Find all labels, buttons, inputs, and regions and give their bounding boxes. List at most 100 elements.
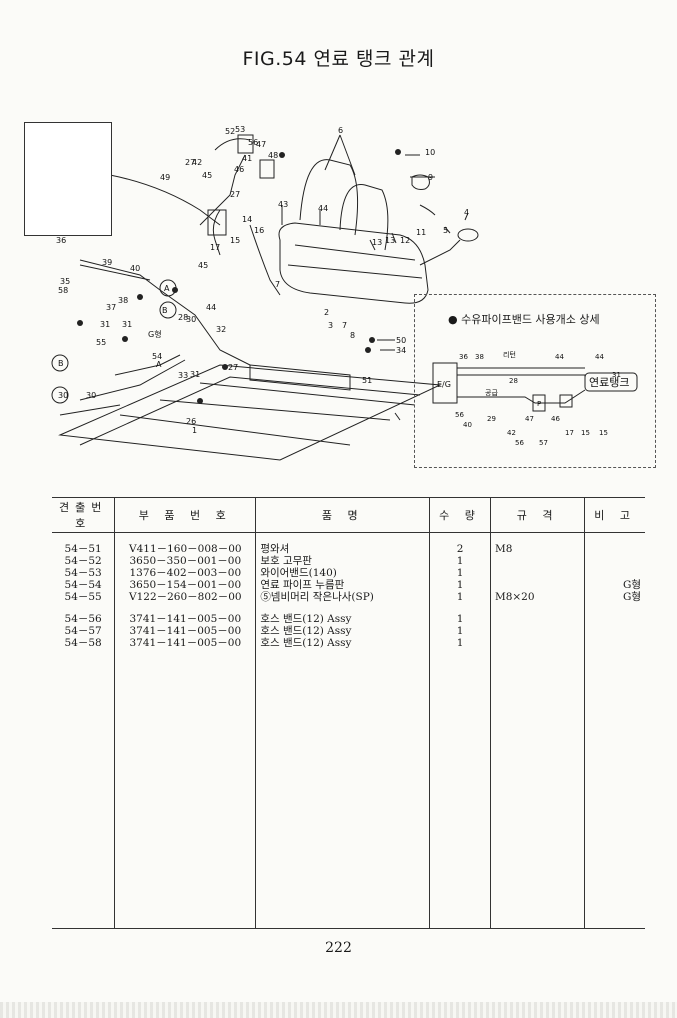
cell-qty: 1 — [429, 613, 491, 625]
scan-artifact — [0, 1002, 677, 1018]
callout-label: 58 — [58, 286, 68, 295]
cell-spec — [489, 579, 585, 591]
detail-callout-label: 31 — [612, 371, 621, 379]
callout-label: 39 — [102, 258, 112, 267]
callout-label: 44 — [318, 204, 328, 213]
callout-label: G형 — [148, 330, 162, 339]
callout-label: 5 — [443, 226, 448, 235]
cell-note — [584, 555, 645, 567]
cell-name: 연료 파이프 누름판 — [255, 579, 430, 591]
callout-label: 17 — [210, 243, 220, 252]
detail-callout-label: 28 — [509, 377, 518, 385]
callout-label: 45 — [198, 261, 208, 270]
table-bottom-rule — [52, 928, 645, 929]
callout-label: 45 — [202, 171, 212, 180]
header-note: 비 고 — [584, 497, 645, 533]
callout-label: 55 — [96, 338, 106, 347]
callout-label: 49 — [160, 173, 170, 182]
callout-label: 47 — [256, 140, 266, 149]
detail-callout-label: 공급 — [485, 389, 498, 397]
callout-label: 27 — [228, 363, 238, 372]
cell-no: 54－55 — [64, 591, 102, 603]
callout-label: 1 — [192, 426, 197, 435]
callout-label: 28 — [178, 313, 188, 322]
page-number: 222 — [325, 940, 352, 956]
callout-label: 54 — [152, 352, 162, 361]
page-title: FIG.54 연료 탱크 관계 — [242, 48, 435, 70]
callout-label: 16 — [254, 226, 264, 235]
cell-name: 평와셔 — [255, 543, 430, 555]
cell-no: 54－56 — [64, 613, 102, 625]
cell-spec — [489, 625, 585, 637]
cell-spec — [489, 613, 585, 625]
cell-name: 호스 밴드(12) Assy — [255, 625, 430, 637]
engine-label: E/G — [437, 380, 451, 389]
cell-name: 보호 고무판 — [255, 555, 430, 567]
cell-name: 와이어밴드(140) — [255, 567, 430, 579]
detail-callout-label: 56 — [515, 439, 524, 447]
callout-label: 41 — [242, 154, 252, 163]
callout-label: 31 — [122, 320, 132, 329]
cell-spec: M8 — [489, 543, 585, 555]
detail-callout-label: 리턴 — [503, 350, 516, 359]
cell-name: 호스 밴드(12) Assy — [255, 637, 430, 649]
cell-qty: 1 — [429, 625, 491, 637]
callout-label: 10 — [425, 148, 435, 157]
callout-label: 15 — [230, 236, 240, 245]
detail-callout-label: 17 — [565, 429, 574, 437]
callout-label: 42 — [192, 158, 202, 167]
cell-spec — [489, 637, 585, 649]
header-spec: 규 격 — [489, 497, 585, 533]
callout-label: 48 — [268, 151, 278, 160]
cell-part: V411－160－008－00 — [114, 543, 256, 555]
header-name: 품 명 — [255, 497, 430, 533]
cell-note — [584, 613, 645, 625]
detail-callout-label: 44 — [595, 353, 604, 361]
callout-label: 4 — [464, 208, 469, 217]
detail-callout-label: 36 — [459, 353, 468, 361]
cell-no: 54－57 — [64, 625, 102, 637]
callout-label: 36 — [56, 236, 66, 245]
fuel-filter-inset — [24, 122, 112, 236]
callout-label: B — [58, 359, 64, 368]
cell-part: 3741－141－005－00 — [114, 637, 256, 649]
fuel-pump-box — [532, 394, 546, 412]
callout-label: A — [164, 284, 170, 293]
callout-label: 32 — [216, 325, 226, 334]
callout-label: B — [162, 306, 168, 315]
callout-label: 46 — [234, 165, 244, 174]
callout-label: 30 — [58, 391, 68, 400]
callout-label: 11 — [416, 228, 426, 237]
callout-label: 12 — [400, 236, 410, 245]
cell-spec: M8×20 — [489, 591, 585, 603]
cell-qty: 1 — [429, 567, 491, 579]
callout-label: 53 — [235, 125, 245, 134]
table-header-row: 견출번호 부 품 번 호 품 명 수 량 규 격 비 고 — [52, 497, 645, 533]
header-part: 부 품 번 호 — [114, 497, 256, 533]
detail-callout-label: 40 — [463, 421, 472, 429]
callout-label: 37 — [106, 303, 116, 312]
callout-label: 40 — [130, 264, 140, 273]
cell-qty: 1 — [429, 591, 491, 603]
callout-label: 7 — [342, 321, 347, 330]
callout-label: 33 — [178, 371, 188, 380]
cell-qty: 1 — [429, 555, 491, 567]
detail-callout-label: 46 — [551, 415, 560, 423]
callout-label: 26 — [186, 417, 196, 426]
cell-name: 호스 밴드(12) Assy — [255, 613, 430, 625]
cell-note: G형 — [584, 591, 645, 603]
callout-label: 35 — [60, 277, 70, 286]
detail-callout-label: 42 — [507, 429, 516, 437]
detail-callout-label: 15 — [599, 429, 608, 437]
callout-label: 6 — [338, 126, 343, 135]
